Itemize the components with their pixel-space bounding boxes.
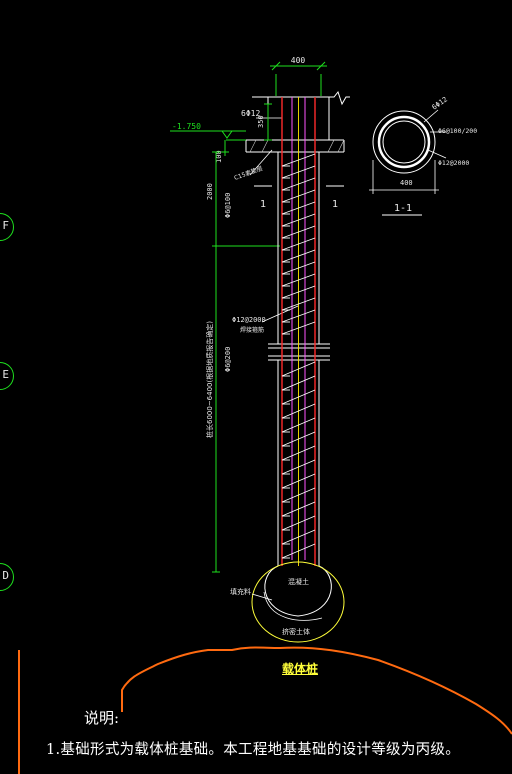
- notes-line-1: 1.基础形式为载体桩基础。本工程地基基础的设计等级为丙级。: [46, 742, 461, 758]
- section-leaders: [423, 109, 447, 159]
- cushion-dimension: [221, 140, 229, 156]
- stirrup-segment: [281, 297, 316, 311]
- embed-dimension: [264, 103, 272, 141]
- width-dim-text: 400: [291, 56, 306, 65]
- stirrup-segment: [281, 501, 316, 517]
- cushion-hatch: [249, 139, 345, 153]
- cushion-leader: [249, 149, 273, 176]
- stirrup-segment: [281, 515, 316, 531]
- stirrup-segment: [281, 459, 316, 475]
- stirrup-segment: [281, 403, 316, 419]
- grid-bubble-label: F: [2, 219, 9, 232]
- stirrup-segment: [281, 321, 316, 335]
- section-mark-left: 1: [260, 199, 266, 210]
- stirrup-segment: [281, 249, 316, 263]
- carrier-bulb: [251, 561, 345, 643]
- stirrup-segment: [281, 225, 316, 239]
- top-bars-text: 6Φ12: [241, 109, 260, 118]
- bulb-inner-text: 混凝土: [288, 577, 309, 586]
- elevation-text: -1.750: [172, 122, 201, 131]
- section-dia-text: 400: [400, 179, 413, 187]
- stirrup-segment: [281, 529, 316, 545]
- stirrup-segment: [281, 189, 316, 203]
- mid-ring-sub: 焊接箍筋: [240, 326, 264, 334]
- length-dimension: [212, 246, 220, 573]
- stirrup-segment: [281, 445, 316, 461]
- mid-ring-leader: [261, 305, 299, 323]
- pile-shaft: [268, 152, 330, 566]
- soil-boundary-curve: [121, 646, 512, 735]
- stirrup-segment: [281, 487, 316, 503]
- stirrup-segment: [281, 177, 316, 191]
- stirrup-segment: [281, 237, 316, 251]
- section-dimension: [369, 160, 439, 194]
- dense-zone-len: 2000: [206, 183, 214, 200]
- cushion-dim-text: 100: [215, 150, 223, 163]
- stirrup-segment: [281, 375, 316, 391]
- elevation-marker: [170, 130, 246, 141]
- dense-zone-dimension: [212, 151, 280, 247]
- pile-caption: 载体桩: [282, 662, 319, 676]
- grid-bubble-label: E: [2, 368, 9, 381]
- embed-dim-text: 350: [257, 115, 265, 128]
- stirrup-segment: [281, 543, 316, 559]
- stirrup-segment: [281, 273, 316, 287]
- mid-ring-label: Φ12@2000: [232, 316, 266, 324]
- section-title: 1-1: [394, 203, 412, 214]
- stirrup-segment: [281, 165, 316, 179]
- section-bars-text: 6Φ12: [431, 95, 449, 111]
- stirrup-segment: [281, 389, 316, 405]
- grid-bubble-label: D: [2, 569, 9, 582]
- stirrup-segment: [281, 285, 316, 299]
- stirrup-segment: [281, 431, 316, 447]
- notes-title: 说明:: [84, 709, 120, 727]
- section-ring-text: Φ12@2000: [438, 159, 469, 167]
- section-mark-right: 1: [332, 199, 338, 210]
- stirrup-segment: [281, 213, 316, 227]
- section-1-1: [372, 110, 436, 174]
- stirrup-segment: [281, 361, 316, 377]
- stirrup-segment: [281, 261, 316, 275]
- stirrup-segment: [281, 201, 316, 215]
- width-dimension: [270, 61, 327, 96]
- bulb-outer-left-text: 填充料: [230, 587, 251, 596]
- long-stirrup-text: Φ6@200: [224, 347, 232, 372]
- stirrup-segment: [281, 309, 316, 323]
- stirrup-segment: [281, 153, 316, 167]
- spiral-stirrups: [281, 153, 316, 559]
- cap-break-line: [252, 90, 350, 106]
- bulb-bottom-text: 挤密土体: [282, 627, 310, 636]
- section-spiral-text: Φ6@100/200: [438, 127, 477, 135]
- dense-zone-stirrup: Φ6@100: [224, 193, 232, 218]
- bulb-outer-leader: [251, 593, 273, 601]
- stirrup-segment: [281, 473, 316, 489]
- cushion-label: C15素垫层: [233, 164, 264, 182]
- length-text: 桩长6000~6400(根据地质报告确定): [205, 321, 214, 438]
- stirrup-segment: [281, 417, 316, 433]
